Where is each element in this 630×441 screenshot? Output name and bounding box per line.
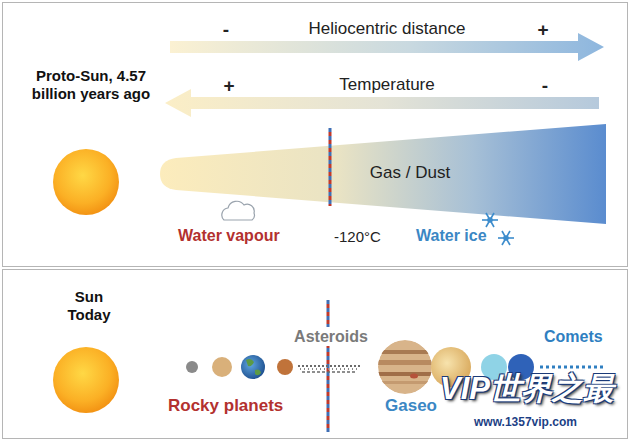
earth [241, 355, 265, 379]
watermark: VIP世界之最 [440, 370, 614, 407]
sun [53, 347, 119, 413]
snowflake-icon [482, 213, 514, 245]
jupiter [376, 340, 436, 394]
mercury [186, 361, 198, 373]
comet-trail [540, 366, 606, 369]
group-label: Asteroids [291, 327, 371, 346]
snow-line [327, 300, 330, 432]
node-text: Proto-Sun, 4.57 billion years ago [26, 67, 156, 103]
zone-label: Water vapour [178, 226, 280, 245]
venus [212, 357, 232, 377]
node-text: - [223, 19, 229, 42]
temperature-value: -120°C [334, 228, 381, 246]
node-text: Sun Today [59, 288, 119, 324]
group-label: Comets [544, 327, 603, 346]
proto-sun [53, 149, 119, 215]
cloud-icon [222, 201, 255, 220]
asteroid-belt [298, 366, 360, 372]
snow-line [329, 128, 332, 206]
earth-land [246, 359, 261, 375]
snow-line [329, 128, 332, 206]
snow-line [327, 300, 330, 432]
zone-label: Water ice [416, 226, 487, 245]
node-text: - [542, 75, 548, 98]
gas-dust-disk: Gas / Dust [160, 124, 606, 224]
watermark-url: www.1357vip.com [474, 415, 577, 429]
node-text: Heliocentric distance [309, 19, 466, 39]
neptune [508, 354, 534, 380]
node-text: + [223, 75, 234, 98]
mars [277, 359, 293, 375]
uranus [481, 354, 507, 380]
temperature-arrow: + Temperature - [165, 73, 599, 117]
node-text: Temperature [339, 75, 434, 95]
saturn [431, 347, 471, 387]
node-text: + [537, 19, 548, 42]
bottom-panel: Sun Today [2, 269, 628, 439]
group-label: Gaseo [385, 396, 437, 416]
top-panel: - Heliocentric distance + + Temperature - Gas … [2, 2, 628, 267]
node-text: Gas / Dust [370, 163, 450, 183]
distance-arrow: - Heliocentric distance + [170, 17, 604, 61]
group-label: Rocky planets [168, 396, 283, 416]
gas-dust-disk-fill [160, 124, 606, 224]
